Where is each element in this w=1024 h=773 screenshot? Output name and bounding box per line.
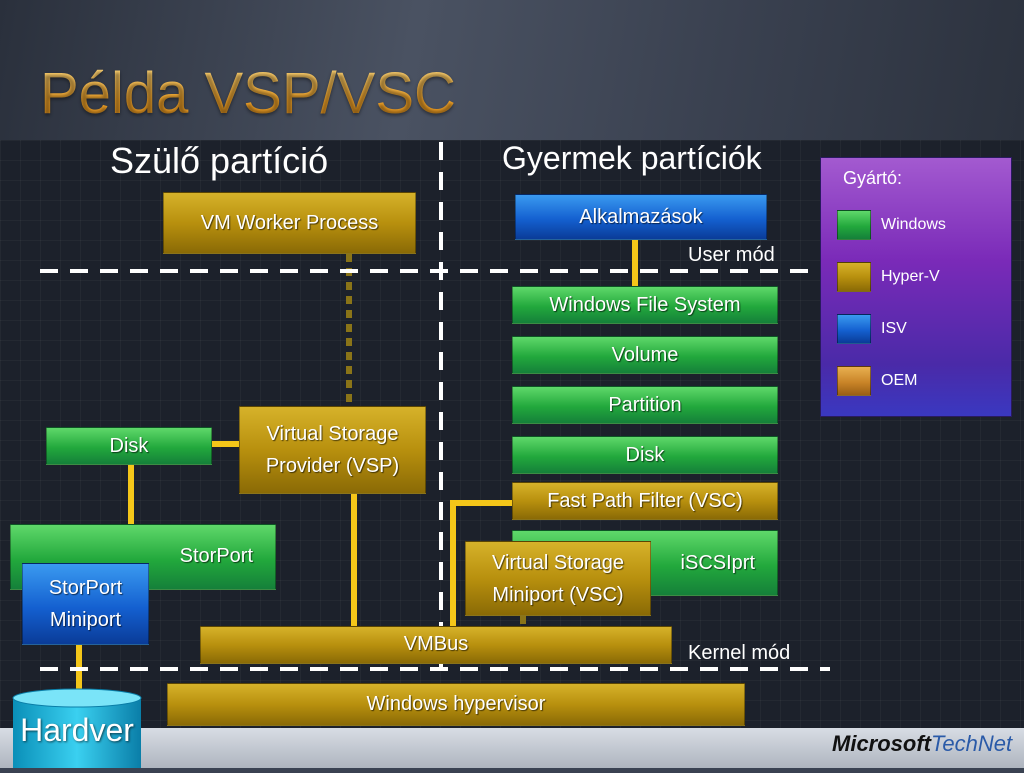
vsp-to-vmbus-connector [351,494,357,644]
fast-path-filter-label: Fast Path Filter (VSC) [547,489,743,512]
vsc-label-line2: Miniport (VSC) [492,583,624,606]
worker-to-vsp-connector [346,254,352,406]
vsp-label-line1: Virtual Storage [266,423,399,445]
fastpath-horizontal-connector [450,500,512,506]
applications-label: Alkalmazások [579,205,703,228]
disk-to-storport-connector [128,465,134,525]
vsc-box: Virtual Storage Miniport (VSC) [465,541,651,616]
vmbus-label: VMBus [403,633,469,655]
windows-hypervisor-label: Windows hypervisor [366,693,546,715]
windows-file-system-box: Windows File System [512,286,778,324]
legend-label-isv: ISV [881,320,907,337]
child-disk-label: Disk [625,443,665,466]
microsoft-technet-logo: MicrosoftTechNet [832,731,1012,757]
storport-label: StorPort [179,545,253,567]
hardware-cylinder: Hardver [12,688,142,768]
vmbus-box: VMBus [200,626,672,664]
storport-miniport-box: StorPort Miniport [22,563,149,645]
partition-label: Partition [608,393,682,416]
partition-box: Partition [512,386,778,424]
slide-title: Példa VSP/VSC [40,61,456,126]
child-disk-box: Disk [512,436,778,474]
user-mode-label: User mód [688,244,775,266]
kernel-mode-boundary [40,667,830,671]
legend-title: Gyártó: [843,168,903,188]
kernel-mode-label: Kernel mód [688,642,791,664]
vm-worker-process-box: VM Worker Process [163,192,416,254]
storport-miniport-label-line2: Miniport [49,609,122,631]
vendor-legend: Gyártó: Windows Hyper-V ISV OEM [820,157,1012,417]
legend-label-oem: OEM [881,372,918,389]
legend-label-windows: Windows [881,216,946,233]
partition-boundary [439,142,443,668]
vsc-label-line1: Virtual Storage [492,551,624,574]
legend-swatch-hyperv [837,262,871,292]
parent-disk-box: Disk [46,427,212,465]
parent-disk-label: Disk [109,434,149,457]
legend-swatch-isv [837,314,871,344]
applications-box: Alkalmazások [515,194,767,240]
child-partitions-heading: Gyermek partíciók [502,140,762,176]
apps-to-wfs-connector [632,240,638,286]
cylinder-shape-icon [12,688,142,768]
brand-technet: TechNet [931,731,1013,756]
brand-microsoft: Microsoft [832,731,931,756]
fast-path-filter-box: Fast Path Filter (VSC) [512,482,778,520]
legend-swatch-oem [837,366,871,396]
parent-partition-heading: Szülő partíció [110,140,329,181]
legend-label-hyperv: Hyper-V [881,268,940,285]
fastpath-vertical-connector [450,500,456,644]
vsp-label-line2: Provider (VSP) [265,455,400,477]
vsp-box: Virtual Storage Provider (VSP) [239,406,426,494]
hardware-label: Hardver [20,712,134,748]
windows-file-system-label: Windows File System [549,293,741,316]
vm-worker-process-label: VM Worker Process [200,211,379,234]
storport-miniport-label-line1: StorPort [48,577,123,599]
footer-bar [0,728,1024,768]
volume-label: Volume [611,343,679,366]
windows-hypervisor-box: Windows hypervisor [167,683,745,726]
volume-box: Volume [512,336,778,374]
legend-swatch-windows [837,210,871,240]
iscsiprt-label: iSCSIprt [680,551,755,574]
title-band [0,0,1024,140]
user-mode-boundary [40,269,820,273]
disk-to-vsp-connector [212,441,240,447]
